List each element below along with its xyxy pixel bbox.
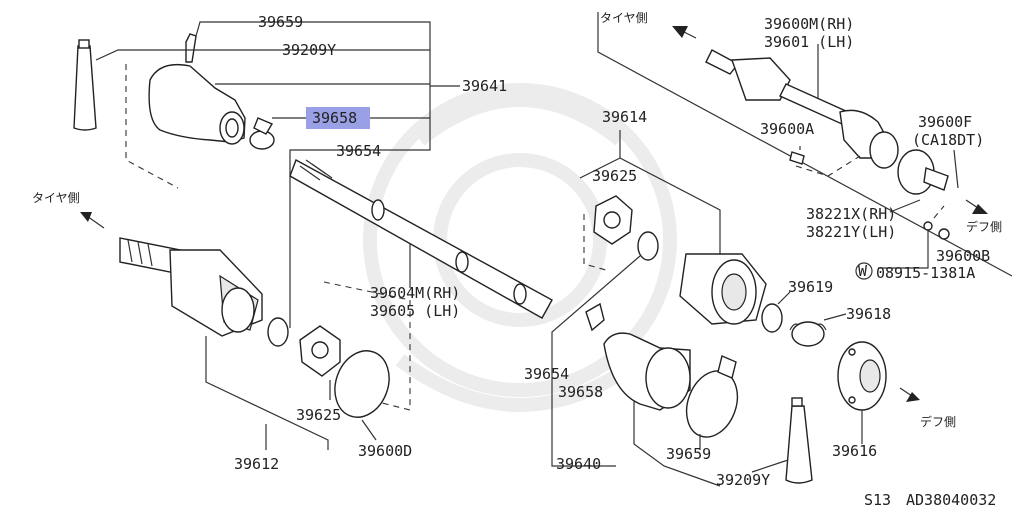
diff-side-arrow-upper: [965, 199, 988, 214]
diff-side-arrow-lower: [899, 387, 920, 402]
label-39659-top[interactable]: 39659: [258, 13, 303, 31]
label-39659-bot[interactable]: 39659: [666, 445, 711, 463]
clip-39658-top[interactable]: [249, 117, 275, 150]
label-39658-top[interactable]: 39658: [312, 109, 357, 127]
label-39600F[interactable]: 39600F: [918, 113, 972, 131]
label-39614[interactable]: 39614: [602, 108, 647, 126]
label-39641[interactable]: 39641: [462, 77, 507, 95]
label-tire-side-left: タイヤ側: [32, 191, 80, 205]
label-39601[interactable]: 39601 (LH): [764, 33, 854, 51]
outer-boot-39641[interactable]: [148, 63, 246, 145]
tire-side-arrow-left: [80, 212, 105, 229]
flange-39616[interactable]: [837, 341, 887, 411]
bolt-39600A[interactable]: [789, 151, 805, 165]
cv-joint-39612[interactable]: [119, 237, 263, 337]
label-08915[interactable]: 08915-1381A: [876, 264, 975, 282]
label-38221Y[interactable]: 38221Y(LH): [806, 223, 896, 241]
label-39616[interactable]: 39616: [832, 442, 877, 460]
watermark-emblem: [363, 83, 677, 412]
label-39619[interactable]: 39619: [788, 278, 833, 296]
snap-ring-39600D[interactable]: [326, 343, 398, 425]
label-39612[interactable]: 39612: [234, 455, 279, 473]
label-39605[interactable]: 39605 (LH): [370, 302, 460, 320]
label-39640[interactable]: 39640: [556, 455, 601, 473]
washer-mark-circle: [855, 262, 873, 280]
label-39209Y-bot[interactable]: 39209Y: [716, 471, 770, 489]
highlight-39658: [306, 107, 370, 129]
ring-39619[interactable]: [761, 303, 783, 333]
label-39604M[interactable]: 39604M(RH): [370, 284, 460, 302]
tripod-39625-mid[interactable]: [593, 195, 633, 245]
label-39600F-sub: (CA18DT): [912, 131, 984, 149]
axle-shaft-39604M[interactable]: [289, 158, 553, 319]
label-39625-left[interactable]: 39625: [296, 406, 341, 424]
grease-tube-39209Y-bottom[interactable]: [785, 397, 813, 484]
inner-boot-39640[interactable]: [603, 332, 691, 411]
tire-side-arrow-right: [672, 26, 697, 39]
footer-model: S13: [864, 491, 891, 509]
label-washer-mark: W: [858, 262, 868, 280]
label-39600M[interactable]: 39600M(RH): [764, 15, 854, 33]
label-39600D[interactable]: 39600D: [358, 442, 412, 460]
ring-39654-left[interactable]: [267, 317, 289, 347]
label-diff-side-lower: デフ側: [920, 414, 956, 429]
footer-code: AD38040032: [906, 491, 996, 509]
inner-housing-39614[interactable]: [679, 253, 767, 325]
label-tire-side-right: タイヤ側: [600, 11, 648, 25]
driveshaft-39600M[interactable]: [705, 49, 899, 169]
label-39658-mid[interactable]: 39658: [558, 383, 603, 401]
label-38221X[interactable]: 38221X(RH): [806, 205, 896, 223]
label-39654-mid[interactable]: 39654: [524, 365, 569, 383]
spring-39618[interactable]: [789, 321, 827, 347]
label-39600B[interactable]: 39600B: [936, 247, 990, 265]
grease-tube-39209Y-top[interactable]: [73, 39, 97, 131]
label-39600A[interactable]: 39600A: [760, 120, 814, 138]
boot-band-39659-top[interactable]: [185, 33, 197, 63]
label-diff-side-upper: デフ側: [966, 219, 1002, 234]
ring-39654-mid[interactable]: [637, 231, 659, 261]
stub-38221X[interactable]: [897, 149, 949, 195]
label-39654-top[interactable]: 39654: [336, 142, 381, 160]
clip-39658-mid[interactable]: [585, 302, 605, 332]
label-39618[interactable]: 39618: [846, 305, 891, 323]
nut-39600B[interactable]: [923, 221, 950, 240]
label-39209Y-top[interactable]: 39209Y: [282, 41, 336, 59]
label-39625-mid[interactable]: 39625: [592, 167, 637, 185]
tripod-39625-left[interactable]: [299, 325, 341, 377]
